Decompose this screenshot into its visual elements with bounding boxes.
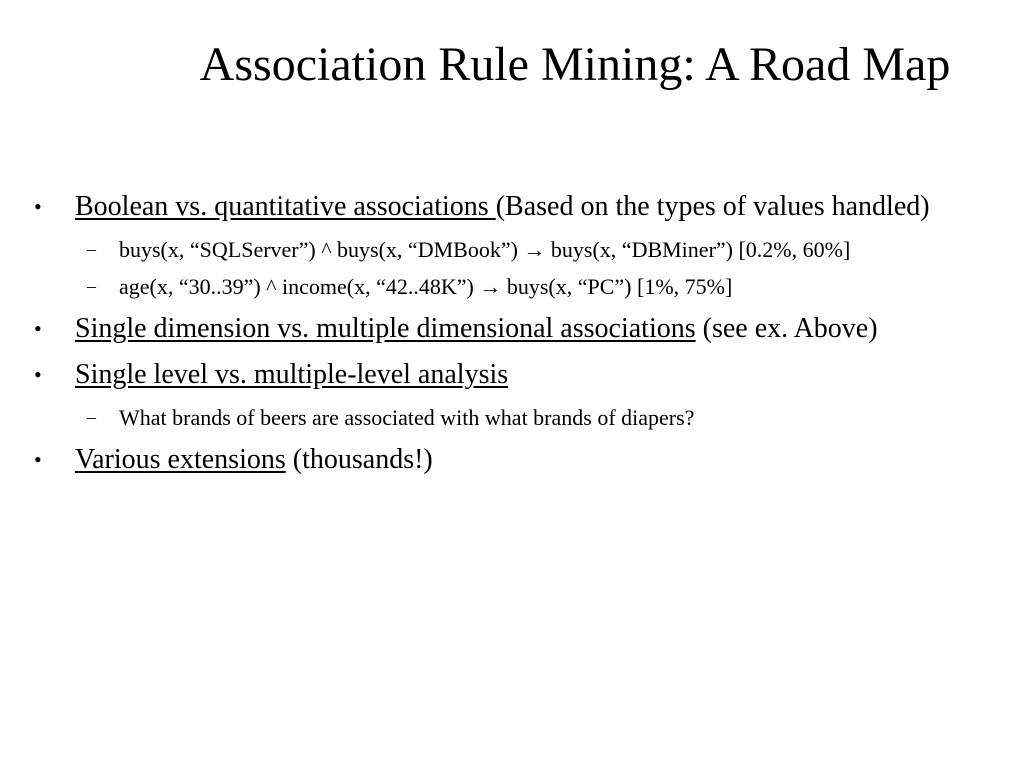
sub-bullet-list: – buys(x, “SQLServer”) ^ buys(x, “DMBook… (0, 234, 1024, 302)
bullet-item-various-extensions: • Various extensions (thousands!) (0, 441, 970, 479)
sub-bullet-list: – What brands of beers are associated wi… (0, 402, 1024, 433)
sub-item: – age(x, “30..39”) ^ income(x, “42..48K”… (0, 271, 970, 302)
bullet-item-single-vs-multi-dimension: • Single dimension vs. multiple dimensio… (0, 310, 970, 348)
slide-title: Association Rule Mining: A Road Map (199, 38, 951, 91)
bullet-item-boolean-vs-quantitative: • Boolean vs. quantitative associations … (0, 188, 970, 226)
bullet-marker: • (34, 194, 42, 219)
dash-marker: – (87, 239, 96, 259)
sublist-container: – buys(x, “SQLServer”) ^ buys(x, “DMBook… (0, 234, 1024, 302)
bullet-list: • Boolean vs. quantitative associations … (0, 188, 1024, 487)
sub-item-text: What brands of beers are associated with… (119, 405, 695, 430)
bullet-heading: Single dimension vs. multiple dimensiona… (75, 313, 696, 344)
bullet-text: (Based on the types of values handled) (495, 191, 930, 222)
bullet-text: (thousands!) (285, 444, 433, 475)
bullet-marker: • (34, 316, 42, 341)
bullet-text: (see ex. Above) (695, 313, 878, 344)
sublist-container: – What brands of beers are associated wi… (0, 402, 1024, 433)
bullet-heading: Single level vs. multiple-level analysis (75, 359, 509, 390)
sub-item: – What brands of beers are associated wi… (0, 402, 970, 433)
sub-item-text: buys(x, “SQLServer”) ^ buys(x, “DMBook”)… (119, 237, 851, 262)
bullet-marker: • (34, 362, 42, 387)
sub-item: – buys(x, “SQLServer”) ^ buys(x, “DMBook… (0, 234, 970, 265)
bullet-heading: Various extensions (75, 444, 286, 475)
bullet-item-single-vs-multi-level: • Single level vs. multiple-level analys… (0, 356, 970, 394)
bullet-marker: • (34, 447, 42, 472)
dash-marker: – (87, 276, 96, 296)
dash-marker: – (87, 407, 96, 427)
sub-item-text: age(x, “30..39”) ^ income(x, “42..48K”) … (119, 274, 733, 299)
bullet-heading: Boolean vs. quantitative associations (75, 191, 496, 222)
